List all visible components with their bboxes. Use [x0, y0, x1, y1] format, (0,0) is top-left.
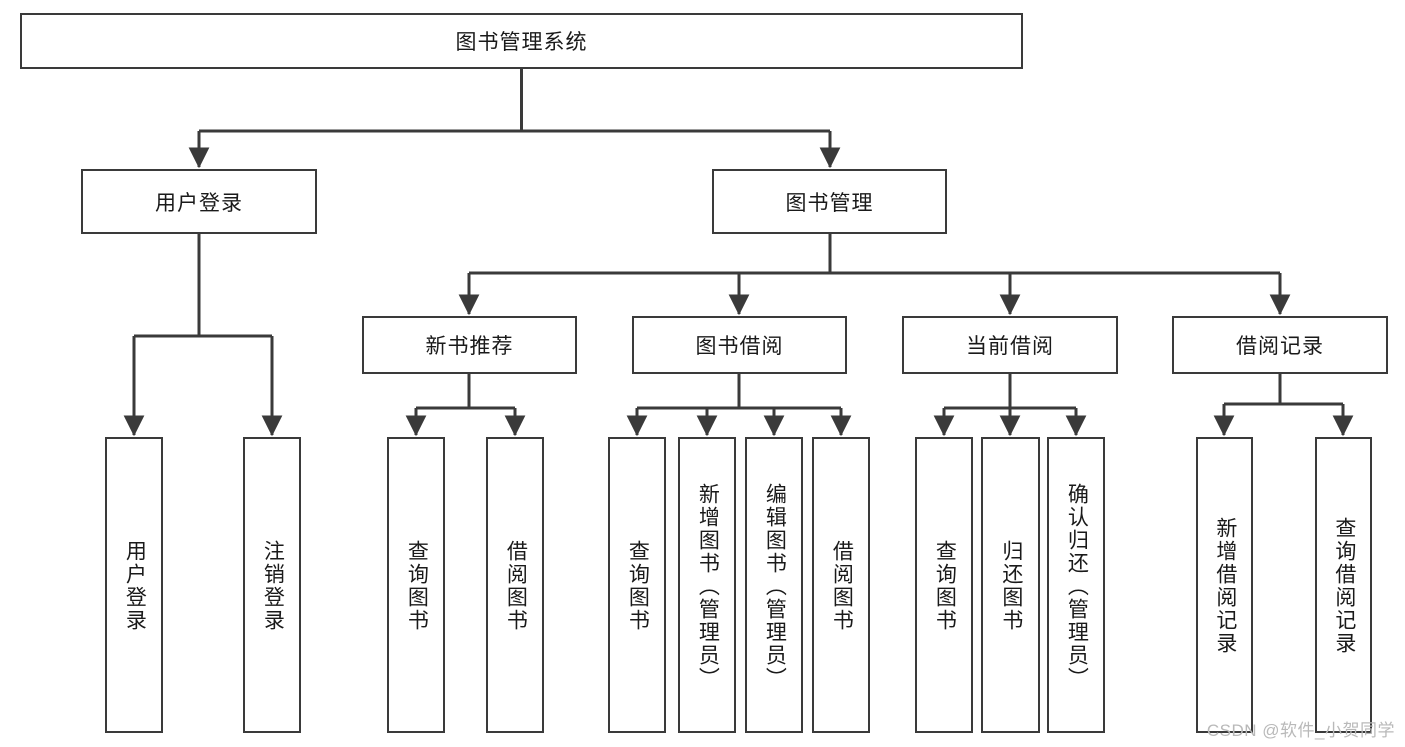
node-new-book-recommend-label: 新书推荐 — [425, 335, 514, 358]
node-leaf-query-borrow-record-label: 查询借阅记录 — [1332, 517, 1356, 655]
node-user-login-label: 用户登录 — [155, 191, 243, 215]
node-leaf-user-login[interactable]: 用户登录 — [105, 437, 163, 733]
node-leaf-borrow-book-label: 借阅图书 — [830, 540, 854, 632]
node-leaf-edit-book-admin-label: 编辑图书（管理员） — [763, 482, 787, 690]
node-leaf-logout-label: 注销登录 — [261, 540, 285, 632]
node-leaf-add-borrow-record[interactable]: 新增借阅记录 — [1196, 437, 1253, 733]
node-leaf-query-book-newbook[interactable]: 查询图书 — [387, 437, 445, 733]
node-leaf-borrow-book[interactable]: 借阅图书 — [812, 437, 870, 733]
node-leaf-query-book-current-label: 查询图书 — [933, 540, 957, 632]
node-book-borrow-label: 图书借阅 — [695, 335, 784, 358]
node-leaf-add-book-admin-label: 新增图书（管理员） — [696, 482, 720, 690]
node-book-management-label: 图书管理 — [785, 191, 874, 215]
node-current-borrow[interactable]: 当前借阅 — [902, 316, 1118, 374]
node-leaf-confirm-return-admin[interactable]: 确认归还（管理员） — [1047, 437, 1105, 733]
node-leaf-confirm-return-admin-label: 确认归还（管理员） — [1065, 482, 1089, 690]
node-leaf-query-book-current[interactable]: 查询图书 — [915, 437, 973, 733]
node-leaf-query-book-borrow[interactable]: 查询图书 — [608, 437, 666, 733]
node-leaf-return-book[interactable]: 归还图书 — [981, 437, 1040, 733]
node-root-label: 图书管理系统 — [455, 31, 588, 54]
node-current-borrow-label: 当前借阅 — [966, 335, 1054, 358]
node-leaf-user-login-label: 用户登录 — [123, 540, 147, 632]
node-leaf-query-book-borrow-label: 查询图书 — [626, 540, 650, 632]
node-book-management[interactable]: 图书管理 — [712, 169, 947, 234]
node-borrow-record[interactable]: 借阅记录 — [1172, 316, 1388, 374]
node-user-login[interactable]: 用户登录 — [81, 169, 317, 234]
node-leaf-query-borrow-record[interactable]: 查询借阅记录 — [1315, 437, 1372, 733]
node-leaf-return-book-label: 归还图书 — [999, 540, 1023, 632]
node-leaf-query-book-newbook-label: 查询图书 — [405, 540, 429, 632]
node-leaf-borrow-book-newbook-label: 借阅图书 — [504, 540, 528, 632]
node-borrow-record-label: 借阅记录 — [1236, 335, 1324, 358]
node-leaf-logout[interactable]: 注销登录 — [243, 437, 301, 733]
node-leaf-edit-book-admin[interactable]: 编辑图书（管理员） — [745, 437, 803, 733]
node-leaf-add-borrow-record-label: 新增借阅记录 — [1213, 517, 1237, 655]
node-leaf-add-book-admin[interactable]: 新增图书（管理员） — [678, 437, 736, 733]
node-new-book-recommend[interactable]: 新书推荐 — [362, 316, 577, 374]
node-root[interactable]: 图书管理系统 — [20, 13, 1023, 69]
node-leaf-borrow-book-newbook[interactable]: 借阅图书 — [486, 437, 544, 733]
node-book-borrow[interactable]: 图书借阅 — [632, 316, 847, 374]
